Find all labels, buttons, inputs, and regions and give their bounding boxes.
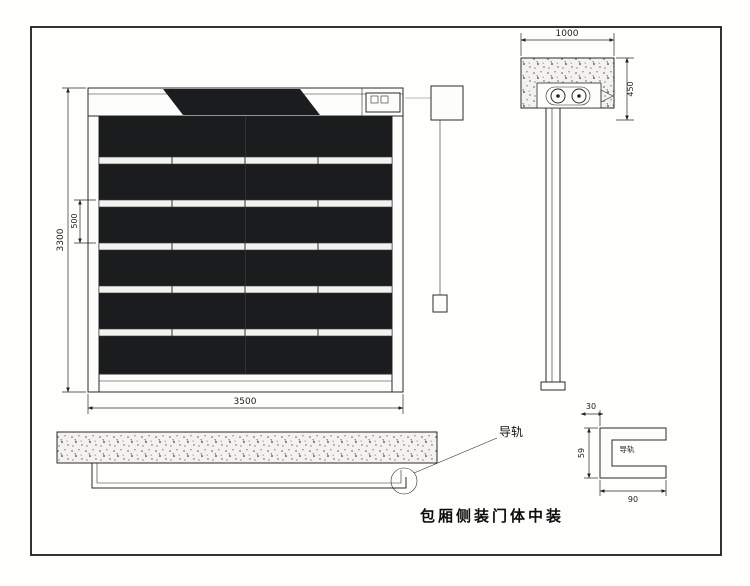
sheet-border [30, 26, 722, 556]
dim-rail-side: 59 [577, 427, 598, 479]
dim-label-500: 500 [70, 213, 79, 228]
control-box-group [405, 85, 464, 313]
leader-line [413, 437, 498, 474]
right-guide-rail [391, 115, 404, 393]
roller-bracket [545, 86, 591, 106]
head-section-view: 1000 450 [520, 29, 635, 391]
floor-section-view: 导轨 [56, 425, 523, 495]
dim-front-height: 3300 [56, 87, 86, 393]
front-view [87, 87, 404, 393]
rail-profile-label: 导轨 [620, 444, 635, 454]
dim-label-30: 30 [586, 402, 596, 411]
bottom-bar [98, 373, 393, 393]
curtain-roll-hatch [163, 89, 320, 115]
wall-concrete-strip [56, 431, 438, 464]
dim-lintel-depth: 450 [616, 57, 635, 121]
left-guide-rail [87, 115, 100, 393]
dim-lintel-width: 1000 [520, 29, 615, 56]
dim-rail-bottom: 90 [599, 480, 667, 504]
detail-callout-circle [390, 467, 418, 495]
panel-button-icon [370, 95, 379, 104]
dim-front-width: 3500 [87, 394, 404, 414]
rail-profile-detail: 导轨 30 59 90 [577, 402, 667, 504]
drawing-title: 包厢侧装门体中装 [420, 507, 564, 525]
dim-label-1000: 1000 [556, 29, 579, 39]
track-foot [540, 381, 566, 391]
dim-rail-top: 30 [580, 402, 604, 426]
roller-shaft-left [550, 88, 566, 104]
belt-tensioner [600, 89, 614, 103]
dim-panel-pitch: 500 [70, 199, 96, 244]
dim-label-3300: 3300 [56, 228, 66, 251]
panel-button-icon [380, 95, 389, 104]
side-guide-track [540, 108, 566, 391]
rail-profile-shape [599, 427, 667, 479]
roller-shaft-right [571, 88, 587, 104]
guide-rail-label: 导轨 [499, 425, 523, 439]
header-control-panel [365, 92, 401, 113]
control-box [430, 85, 464, 121]
dim-label-90: 90 [628, 495, 638, 504]
shaft-center-icon [556, 94, 560, 98]
dim-label-3500: 3500 [234, 397, 257, 407]
pendant-switch [432, 294, 448, 313]
wind-bar-ticks [171, 157, 319, 336]
dim-label-59: 59 [577, 448, 586, 458]
shaft-center-icon [577, 94, 581, 98]
wind-bars [98, 156, 393, 337]
floor-track [91, 463, 407, 489]
dim-label-450: 450 [626, 81, 635, 96]
